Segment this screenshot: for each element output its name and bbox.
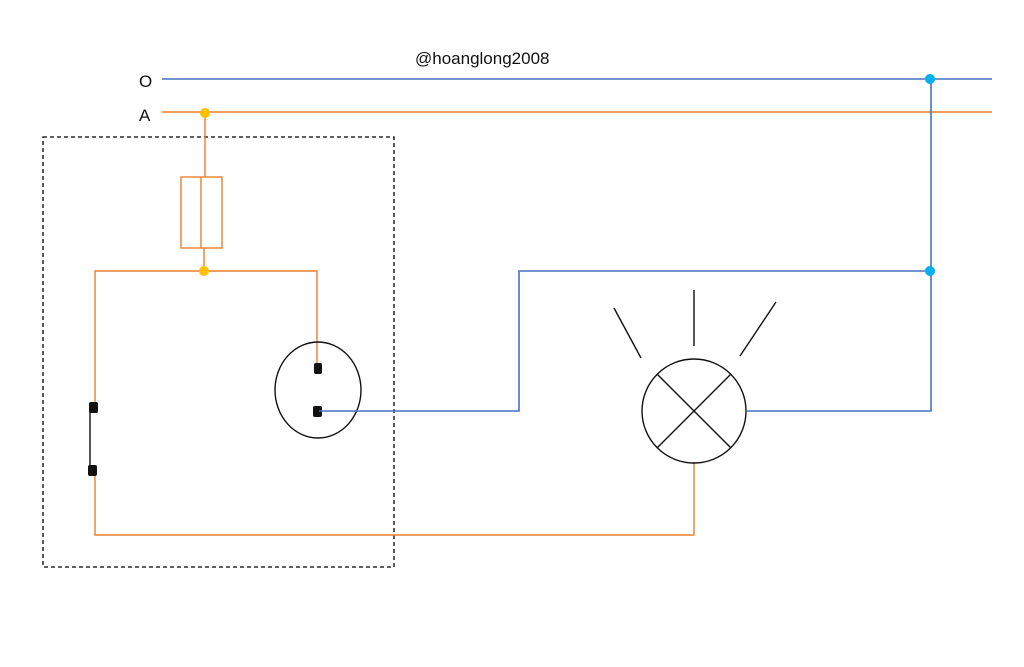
phase-line-label: A: [139, 106, 151, 125]
socket-icon: [274, 341, 362, 439]
watermark: @hoanglong2008: [415, 49, 550, 68]
switch-to-lamp-wire: [94, 462, 695, 536]
distribution-wire: [94, 270, 318, 403]
lamp-icon: [613, 290, 777, 464]
phase-junction-top: [200, 108, 210, 118]
neutral-line-label: O: [139, 72, 152, 91]
neutral-junction-top: [925, 74, 935, 84]
fuse-icon: [180, 176, 223, 249]
neutral-junction-middle: [925, 266, 935, 276]
phase-junction-distribution: [199, 266, 209, 276]
socket-neutral-wire: [319, 270, 931, 412]
neutral-drop-wire: [747, 79, 932, 412]
switch-icon: [88, 402, 98, 476]
panel-enclosure: [42, 136, 395, 568]
